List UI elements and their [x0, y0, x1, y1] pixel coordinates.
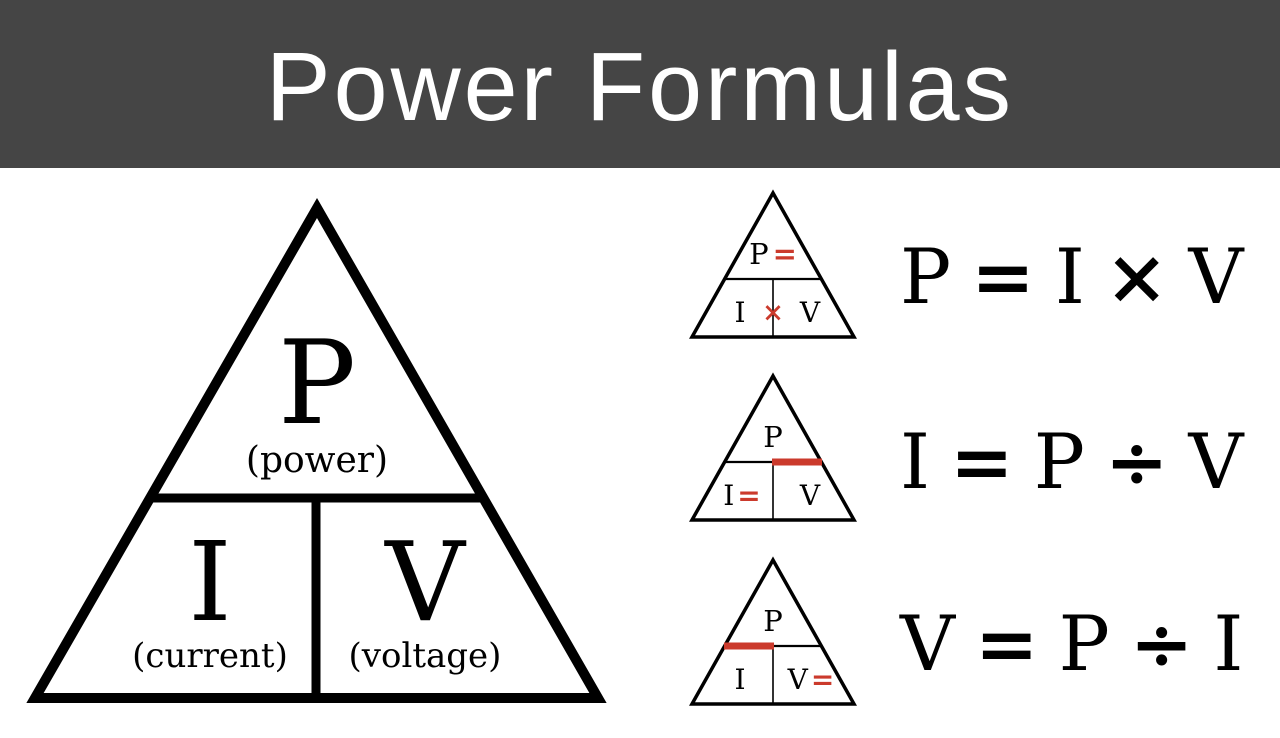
multiply-sign: × — [1104, 231, 1169, 321]
mini-triangle-i-equals: P I= V — [689, 372, 857, 522]
page-title: Power Formulas — [265, 31, 1015, 141]
formula-operand-b: I — [1213, 598, 1244, 688]
big-triangle-power-symbol: P — [278, 316, 356, 451]
mini-triangle-right-text: V= — [787, 663, 835, 696]
big-triangle-voltage-label: (voltage) — [349, 636, 502, 676]
formula-i-equals-pv: I=P÷V — [900, 391, 1243, 531]
mini-triangle-right-text: V — [799, 479, 821, 512]
mini-triangle-top-text: P= — [749, 237, 797, 271]
formula-v-equals-pi: V=P÷I — [900, 573, 1243, 713]
equals-sign: = — [950, 416, 1014, 506]
formula-operand-b: V — [1188, 231, 1244, 321]
big-triangle-voltage-symbol: V — [383, 518, 467, 646]
header-banner: Power Formulas — [0, 0, 1280, 168]
red-equals-mark: = — [773, 237, 797, 271]
formula-p-equals-iv: P=I×V — [900, 206, 1243, 346]
formula-operand-a: P — [1058, 598, 1110, 688]
formula-lhs: I — [900, 416, 931, 506]
formula-operand-a: I — [1054, 231, 1085, 321]
formula-lhs: V — [900, 598, 955, 688]
red-equals-mark: = — [811, 663, 834, 696]
formula-lhs: P — [900, 231, 952, 321]
mini-triangle-top-text: P — [763, 604, 783, 638]
mini-triangle-left-text: I= — [723, 479, 761, 512]
equals-sign: = — [974, 598, 1039, 688]
equals-sign: = — [971, 231, 1035, 321]
divide-sign: ÷ — [1104, 416, 1169, 506]
power-triangle-diagram: P (power) I (current) V (voltage) — [26, 197, 607, 703]
mini-triangle-right-text: V — [799, 296, 821, 329]
red-equals-mark: = — [737, 479, 760, 512]
mini-triangle-top-text: P — [763, 420, 783, 454]
big-triangle-current-label: (current) — [132, 636, 288, 676]
divide-sign: ÷ — [1129, 598, 1194, 688]
formula-operand-b: V — [1188, 416, 1244, 506]
big-triangle-power-label: (power) — [246, 440, 388, 481]
formula-operand-a: P — [1033, 416, 1085, 506]
red-multiply-mark: × — [762, 298, 784, 328]
big-triangle-current-symbol: I — [188, 518, 231, 646]
mini-triangle-p-equals: P= I × V — [689, 189, 857, 339]
mini-triangle-left-text: I — [734, 296, 745, 329]
mini-triangle-left-text: I — [734, 663, 745, 696]
mini-triangle-v-equals: P I V= — [689, 556, 857, 706]
